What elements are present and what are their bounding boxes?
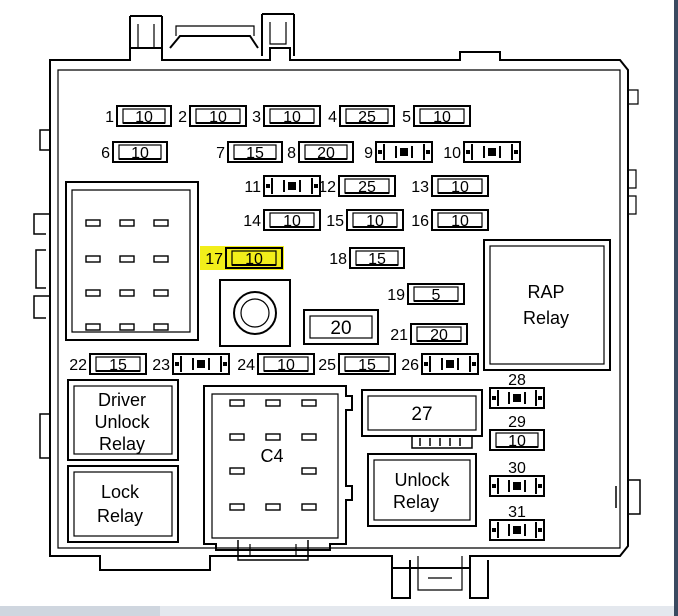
fuse-3-rating: 10 (283, 109, 301, 126)
fuse-22-number: 22 (69, 357, 87, 374)
fuse-20: 20 (330, 318, 351, 339)
fuse-19-rating: 5 (432, 287, 441, 304)
fuse-26: 26 (401, 353, 479, 375)
fuse-8-rating: 20 (317, 145, 335, 162)
fuse-31-number: 31 (508, 504, 526, 521)
fuse-1-number: 1 (105, 109, 114, 126)
rap-relay-label-1: RAP (527, 282, 564, 302)
fuse-15-number: 15 (326, 213, 344, 230)
fuse-14-number: 14 (243, 213, 261, 230)
fuse-25-rating: 15 (358, 357, 376, 374)
driver-unlock-relay-label-3: Relay (99, 434, 145, 454)
unlock-relay-label-1: Unlock (394, 470, 450, 490)
fuse-3-number: 3 (252, 109, 261, 126)
lock-relay-label-2: Relay (97, 506, 143, 526)
fuse-10: 10 (443, 141, 521, 163)
fuse-7-number: 7 (216, 145, 225, 162)
window-edge (674, 0, 678, 616)
fuse-25: 25 15 (318, 353, 396, 375)
driver-unlock-relay-label-1: Driver (98, 390, 146, 410)
fuse-4-rating: 25 (358, 109, 376, 126)
fuse-25-number: 25 (318, 357, 336, 374)
fuse-6: 6 10 (101, 141, 168, 163)
fuse-28: 28 (489, 372, 545, 409)
lock-relay-label-1: Lock (101, 482, 140, 502)
fuse-21-number: 21 (390, 327, 408, 344)
fuse-27: 27 (411, 404, 432, 425)
fuse-2: 2 10 (178, 105, 247, 127)
driver-unlock-relay-label-2: Unlock (94, 412, 150, 432)
fuse-12-number: 12 (318, 179, 336, 196)
fuse-18-number: 18 (329, 251, 347, 268)
fuse-5-number: 5 (402, 109, 411, 126)
fuse-4: 4 25 (328, 105, 395, 127)
fuse-29-number: 29 (508, 414, 526, 431)
fuse-11-number: 11 (244, 179, 261, 196)
fuse-23: 23 (152, 353, 230, 375)
scrollbar-thumb[interactable] (0, 606, 160, 616)
horizontal-scrollbar[interactable] (0, 606, 678, 616)
fuse-11: 11 (244, 175, 321, 197)
fuse-2-rating: 10 (209, 109, 227, 126)
fuse-7: 7 15 (216, 141, 283, 163)
fuse-21: 21 20 (390, 323, 468, 345)
fuse-9: 9 (364, 141, 433, 163)
fuse-5-rating: 10 (433, 109, 451, 126)
fuse-8: 8 20 (287, 141, 354, 163)
unlock-relay-label-2: Relay (393, 492, 439, 512)
fuse-1: 1 10 (105, 105, 172, 127)
fuse-12-rating: 25 (358, 179, 376, 196)
fuse-27-label: 27 (411, 404, 432, 425)
fuse-3: 3 10 (252, 105, 321, 127)
fuse-8-number: 8 (287, 145, 296, 162)
rap-relay-label-2: Relay (523, 308, 569, 328)
fuse-6-number: 6 (101, 145, 110, 162)
fuse-7-rating: 15 (246, 145, 264, 162)
fuse-16-number: 16 (411, 213, 429, 230)
connector-c4-label: C4 (260, 446, 283, 466)
fuse-15-rating: 10 (366, 213, 384, 230)
fuse-14: 14 10 (243, 209, 321, 231)
fuse-10-number: 10 (443, 145, 461, 162)
fuse-29-rating: 10 (508, 433, 526, 450)
connector-pins (85, 219, 169, 331)
fuse-13-number: 13 (411, 179, 429, 196)
fuse-1-rating: 10 (135, 109, 153, 126)
fuse-2-number: 2 (178, 109, 187, 126)
fuse-6-rating: 10 (131, 145, 149, 162)
fuse-17-number: 17 (205, 251, 223, 268)
fuse-23-number: 23 (152, 357, 170, 374)
fuse-21-rating: 20 (430, 327, 448, 344)
fuse-24: 24 10 (237, 353, 315, 375)
fuse-22-rating: 15 (109, 357, 127, 374)
fuse-30-number: 30 (508, 460, 526, 477)
fuse-18-rating: 15 (368, 251, 386, 268)
fuse-19-number: 19 (387, 287, 405, 304)
fuse-22: 22 15 (69, 353, 147, 375)
fuse-20-label: 20 (330, 318, 351, 339)
fuse-28-number: 28 (508, 372, 526, 389)
fuse-4-number: 4 (328, 109, 337, 126)
fuse-24-rating: 10 (277, 357, 295, 374)
fuse-31: 31 (489, 504, 545, 541)
fuse-26-number: 26 (401, 357, 419, 374)
fuse-14-rating: 10 (283, 213, 301, 230)
fuse-16-rating: 10 (451, 213, 469, 230)
fuse-12: 12 25 (318, 175, 396, 197)
fuse-24-number: 24 (237, 357, 255, 374)
fuse-5: 5 10 (402, 105, 471, 127)
fuse-13: 13 10 (411, 175, 489, 197)
fuse-9-number: 9 (364, 145, 373, 162)
fuse-30: 30 (489, 460, 545, 497)
fuse-19: 19 5 (387, 283, 465, 305)
fuse-13-rating: 10 (451, 179, 469, 196)
fuse-17-rating: 10 (245, 251, 263, 268)
